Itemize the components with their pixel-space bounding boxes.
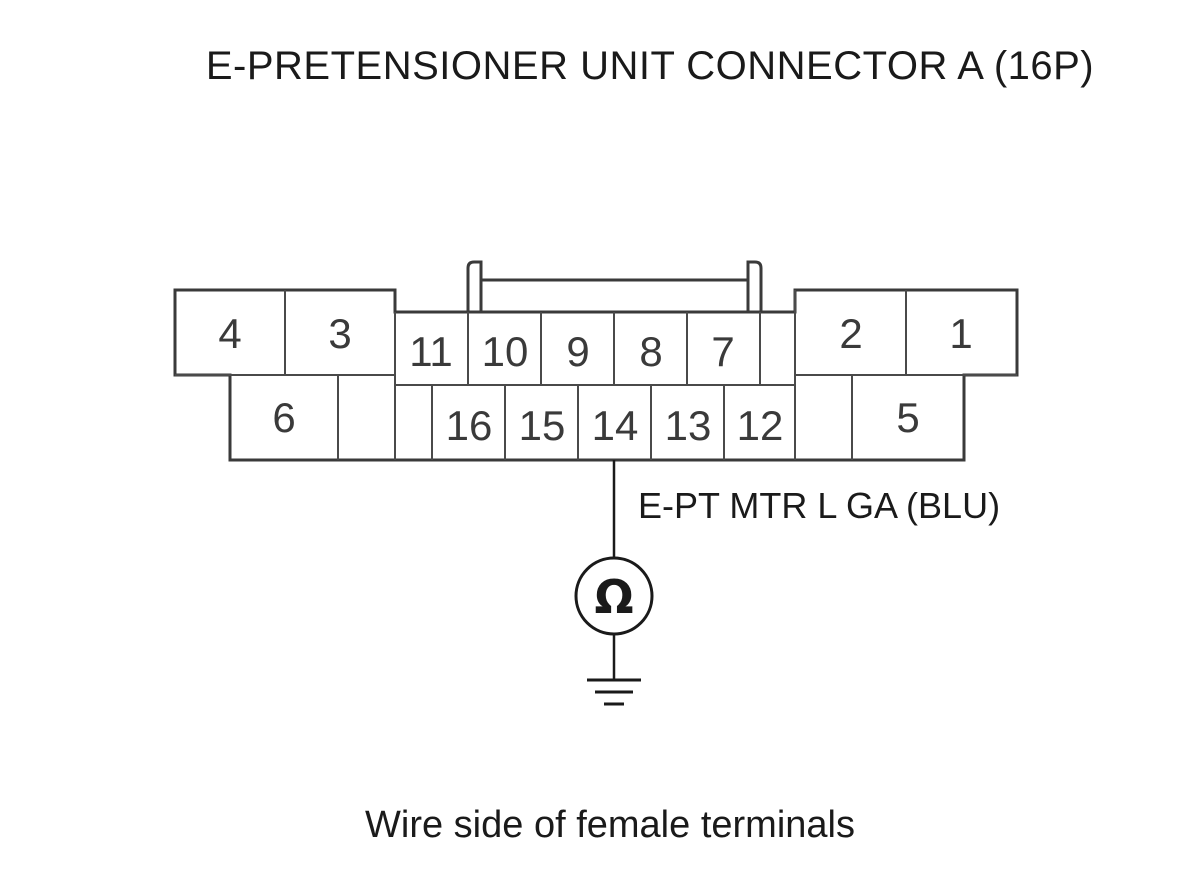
pin-4-label: 4 xyxy=(218,310,241,357)
pin-7-label: 7 xyxy=(711,328,734,375)
pin-6-label: 6 xyxy=(272,394,295,441)
pin-3-label: 3 xyxy=(328,310,351,357)
pin-14-label: 14 xyxy=(592,402,639,449)
pin-16-label: 16 xyxy=(446,402,493,449)
pin-12-label: 12 xyxy=(737,402,784,449)
wire-label: E-PT MTR L GA (BLU) xyxy=(638,485,1000,526)
pin-13-label: 13 xyxy=(665,402,712,449)
pin-15-label: 15 xyxy=(519,402,566,449)
pin-8-label: 8 xyxy=(639,328,662,375)
pin-2-label: 2 xyxy=(839,310,862,357)
svg-text:Ω: Ω xyxy=(594,570,633,624)
pin-5-label: 5 xyxy=(896,394,919,441)
connector-latch xyxy=(466,260,763,312)
ground-icon xyxy=(587,678,641,706)
pin-1-label: 1 xyxy=(949,310,972,357)
ohmmeter-icon: Ω xyxy=(574,556,654,636)
pin-10-label: 10 xyxy=(482,328,529,375)
diagram-caption: Wire side of female terminals xyxy=(365,804,855,846)
diagram-title: E-PRETENSIONER UNIT CONNECTOR A (16P) xyxy=(205,44,1095,88)
pin-11-label: 11 xyxy=(409,328,453,375)
pin-9-label: 9 xyxy=(566,328,589,375)
